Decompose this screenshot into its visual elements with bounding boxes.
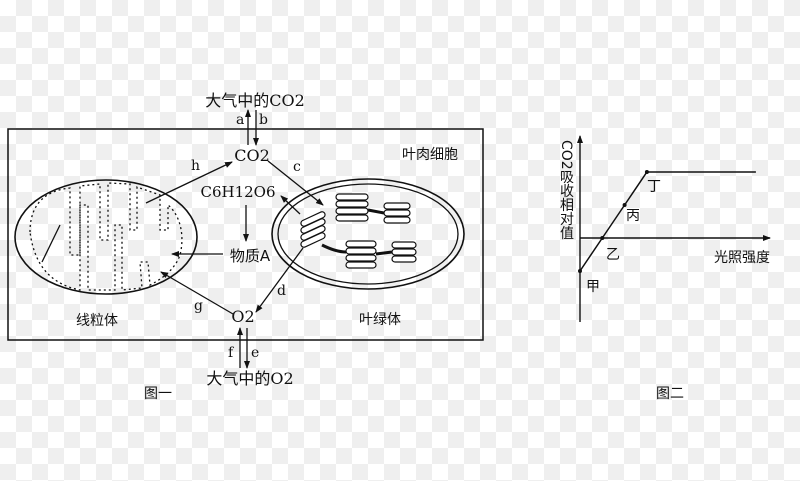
- substance-a-label: 物质A: [230, 247, 271, 265]
- arrow-h: [145, 161, 233, 204]
- label-e: e: [251, 345, 259, 361]
- mitochondrion-label: 线粒体: [76, 313, 118, 329]
- glucose-label: C6H12O6: [200, 183, 275, 201]
- atmosphere-o2-label: 大气中的O2: [206, 369, 293, 388]
- arrow-to-glucose: [280, 195, 301, 215]
- curve-point: [644, 170, 649, 174]
- leaf-cell-box: [7, 128, 484, 341]
- label-f: f: [228, 345, 235, 361]
- chloroplast: [271, 178, 465, 290]
- y-axis-label: CO2吸收相对值: [558, 140, 574, 240]
- curve-point: [600, 236, 605, 240]
- atmosphere-co2-label: 大气中的CO2: [205, 91, 305, 110]
- arrow-g: [160, 271, 234, 315]
- curve-point: [622, 203, 627, 207]
- label-c: c: [293, 159, 301, 175]
- label-a: a: [236, 112, 244, 128]
- figure2-graph: [577, 135, 771, 322]
- label-h: h: [191, 158, 200, 174]
- point-label-yi: 乙: [606, 247, 620, 263]
- label-b: b: [259, 112, 268, 128]
- co2-label: CO2: [234, 146, 270, 165]
- figure1-caption: 图一: [144, 386, 172, 402]
- o2-label: O2: [231, 307, 254, 326]
- point-label-bing: 丙: [626, 208, 640, 224]
- cell-label: 叶肉细胞: [402, 147, 458, 163]
- label-g: g: [194, 298, 203, 314]
- curve-point: [578, 269, 582, 273]
- figure2-caption: 图二: [656, 386, 684, 402]
- point-label-ding: 丁: [647, 179, 661, 195]
- mitochondrion: [14, 179, 198, 295]
- x-axis-label: 光照强度: [714, 250, 770, 266]
- chloroplast-label: 叶绿体: [359, 312, 401, 328]
- label-d: d: [277, 283, 286, 299]
- arrow-c: [267, 160, 324, 206]
- arrow-d: [255, 247, 304, 313]
- point-label-jia: 甲: [586, 279, 600, 295]
